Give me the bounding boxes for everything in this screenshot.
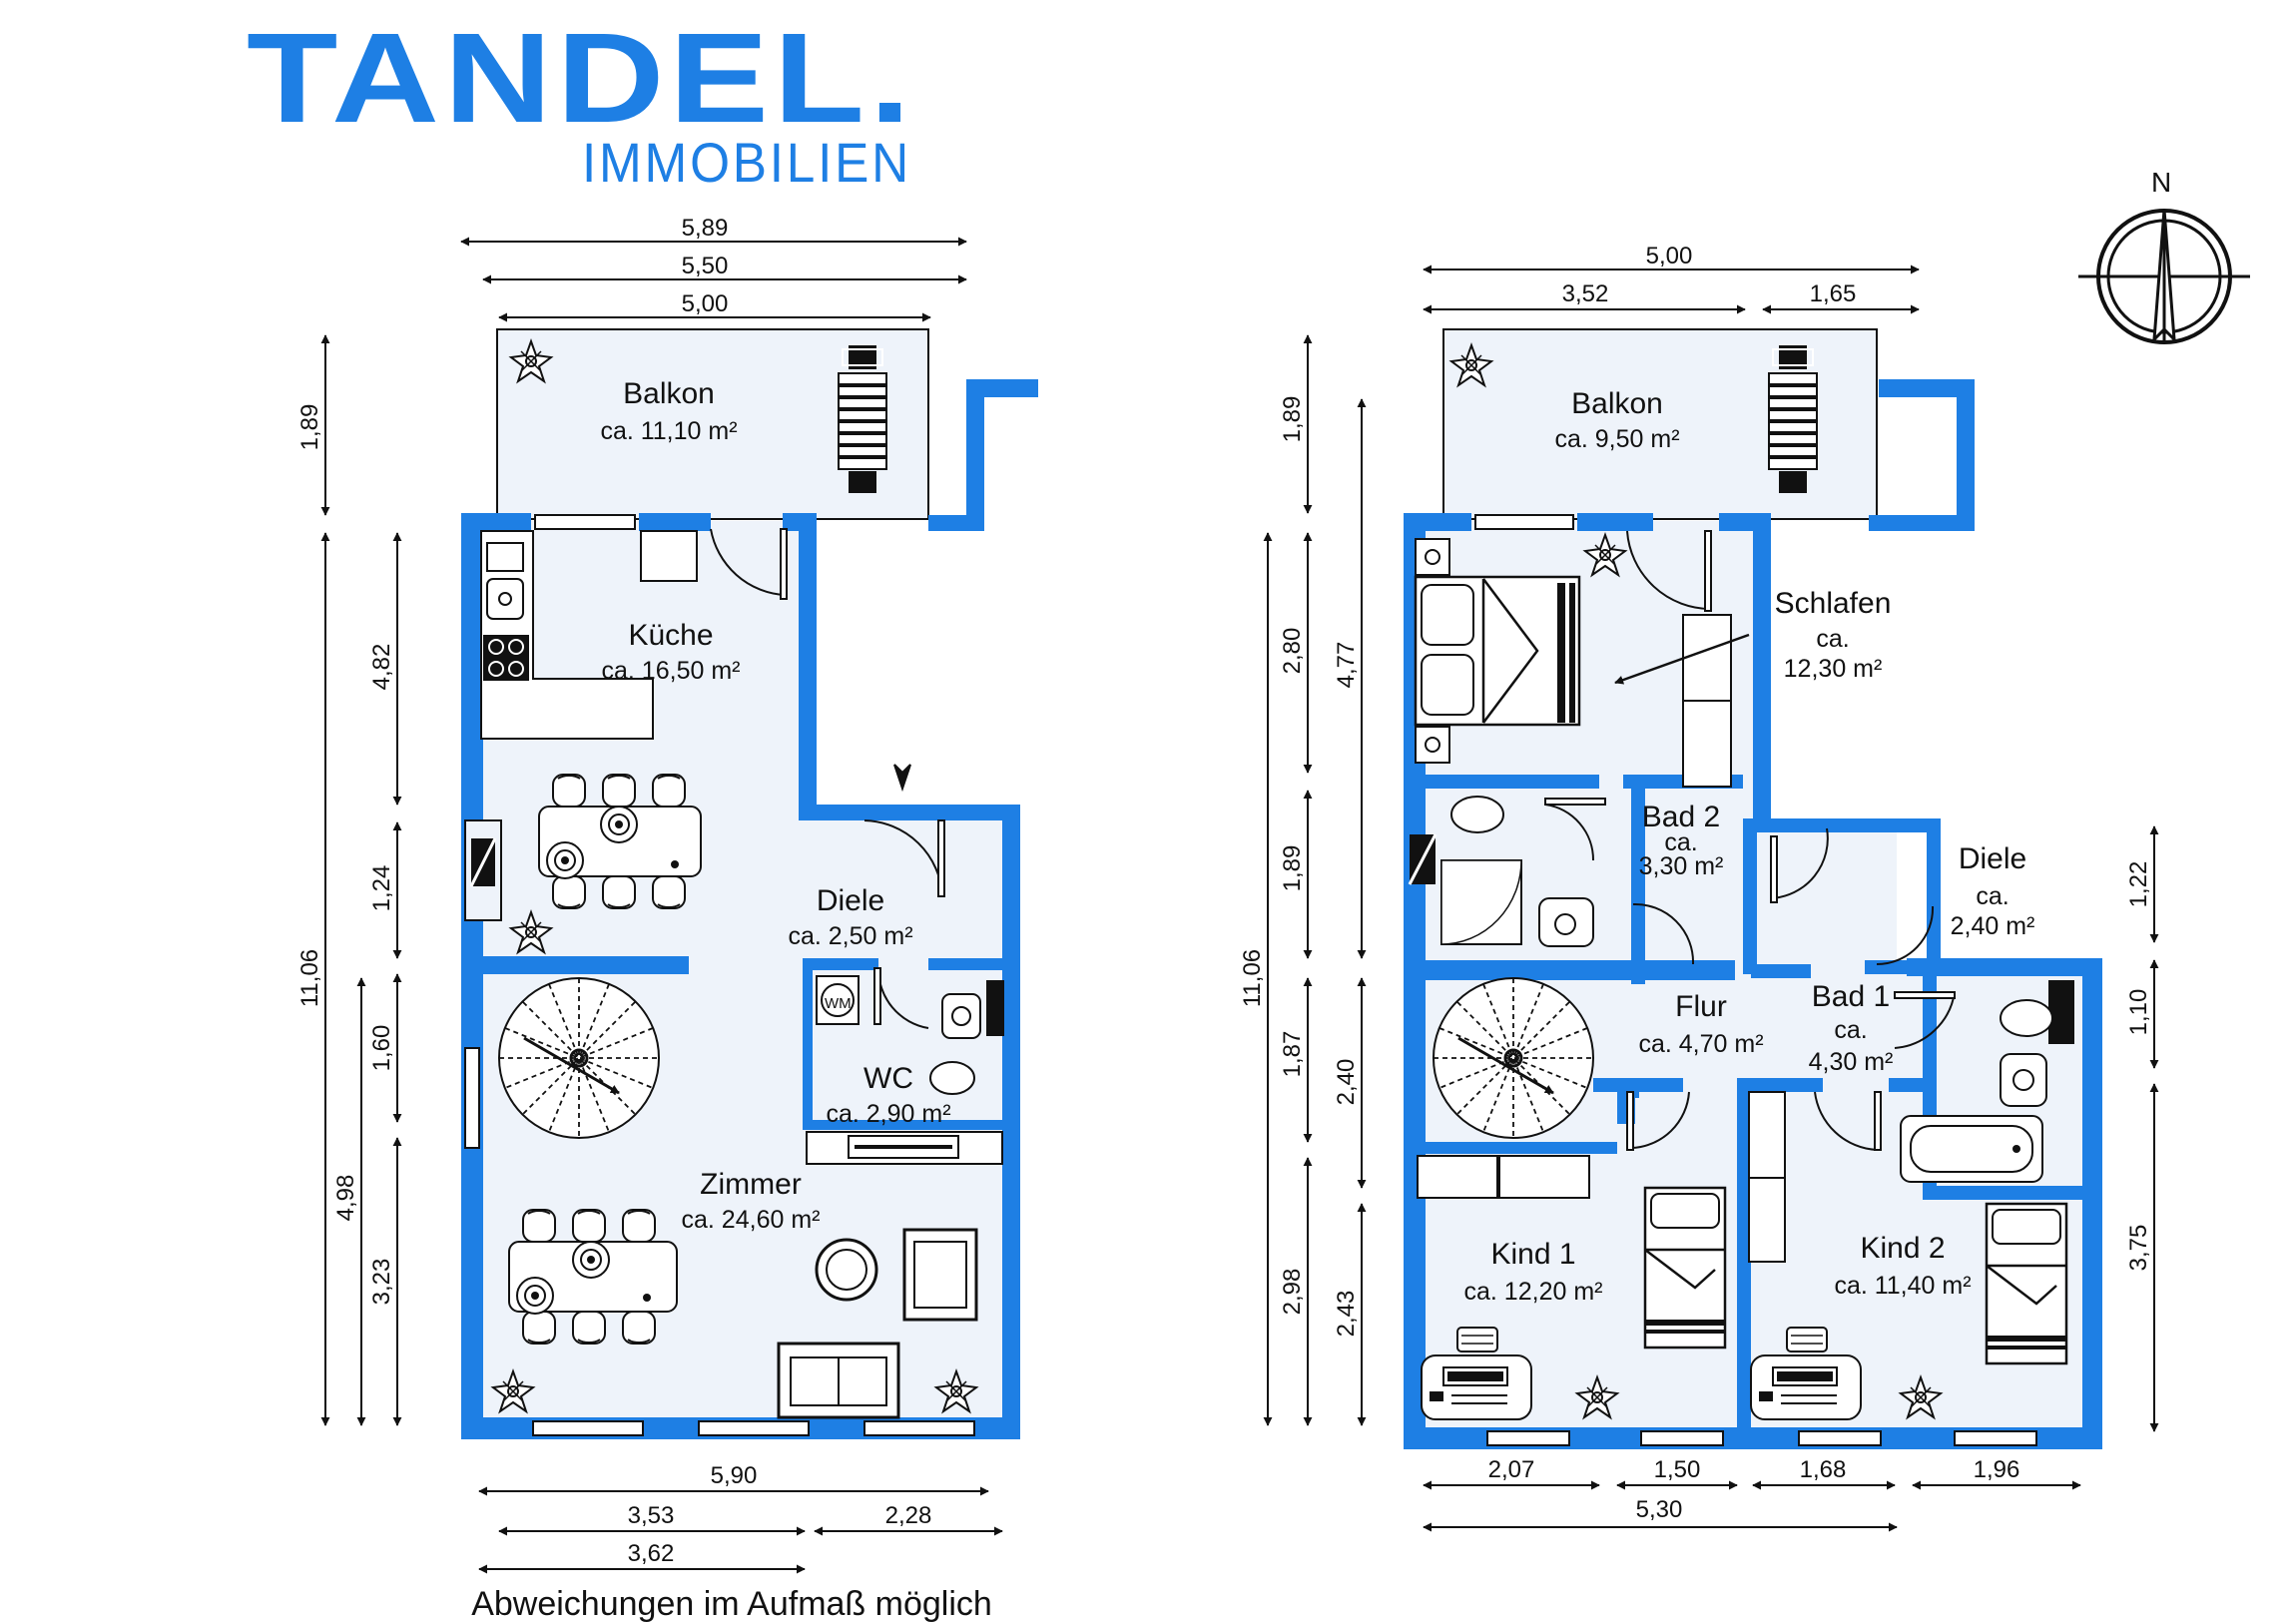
- room-name-balkon-right: Balkon: [1571, 387, 1663, 420]
- room-name-schlafen: Schlafen: [1775, 587, 1892, 620]
- room-area-schlafen: 12,30 m²: [1784, 655, 1883, 683]
- left-kitchen: [480, 530, 698, 740]
- right-doors: [1544, 530, 1956, 1151]
- room-name-kueche: Küche: [628, 619, 713, 652]
- room-name-diele-right: Diele: [1959, 842, 2026, 875]
- dim-left-323: 3,23: [368, 1259, 395, 1306]
- left-spiral-staircase: [499, 978, 659, 1138]
- left-windows: [464, 514, 975, 1436]
- right-windows: [1474, 514, 2037, 1446]
- right-bad1-fixtures: [1900, 980, 2074, 1183]
- dim-left-160: 1,60: [368, 1025, 395, 1072]
- dim-right-bottom-196: 1,96: [1974, 1456, 2020, 1483]
- left-dimension-lines: [320, 237, 1003, 1574]
- dim-right-189a: 1,89: [1279, 396, 1306, 443]
- room-area-diele-left: ca. 2,50 m²: [788, 922, 912, 950]
- left-living-furniture: [508, 1131, 1003, 1419]
- room-area-ca-bad1: ca.: [1834, 1016, 1867, 1044]
- dim-right-bottom-168: 1,68: [1800, 1456, 1847, 1483]
- room-name-bad2: Bad 2: [1642, 801, 1720, 833]
- room-area-zimmer: ca. 24,60 m²: [682, 1206, 821, 1234]
- dim-left-total-h: 11,06: [296, 949, 323, 1007]
- room-area-wc: ca. 2,90 m²: [826, 1100, 950, 1128]
- right-kind1-furniture: [1417, 1155, 1727, 1420]
- room-area-kind1: ca. 12,20 m²: [1464, 1278, 1603, 1306]
- room-area-kueche: ca. 16,50 m²: [602, 657, 741, 685]
- dim-right-298: 2,98: [1279, 1269, 1306, 1316]
- right-spiral-staircase: [1434, 978, 1593, 1138]
- room-name-bad1: Bad 1: [1812, 980, 1890, 1013]
- room-name-kind1: Kind 1: [1490, 1238, 1575, 1271]
- left-floor-plan: WM: [296, 215, 1038, 1574]
- logo-wordmark: TANDEL.: [247, 7, 915, 150]
- dim-left-bottom-353: 3,53: [628, 1502, 675, 1529]
- room-area-balkon-left: ca. 11,10 m²: [600, 417, 737, 445]
- left-interior-floor: [469, 521, 1008, 1431]
- room-area-ca-bad2: ca.: [1664, 828, 1697, 856]
- dim-right-122: 1,22: [2125, 861, 2152, 908]
- dim-right-477: 4,77: [1333, 642, 1360, 689]
- room-area-bad1: 4,30 m²: [1809, 1048, 1894, 1076]
- dim-right-bottom-530: 5,30: [1636, 1496, 1683, 1523]
- room-name-balkon-left: Balkon: [623, 377, 715, 410]
- dim-right-1106: 11,06: [1239, 949, 1266, 1007]
- dim-right-110: 1,10: [2125, 989, 2152, 1036]
- dim-right-240: 2,40: [1333, 1059, 1360, 1106]
- right-kind2-furniture: [1748, 1091, 2068, 1420]
- right-interior-floor: [1414, 521, 2096, 1437]
- right-walls: [1404, 379, 2102, 1449]
- dim-left-bottom-total: 5,90: [711, 1462, 758, 1489]
- wm-label: WM: [825, 995, 852, 1012]
- dim-left-top-3: 5,00: [682, 290, 729, 317]
- dim-left-top-2: 5,50: [682, 253, 729, 279]
- room-area-kind2: ca. 11,40 m²: [1834, 1272, 1971, 1300]
- room-name-wc: WC: [863, 1062, 913, 1095]
- left-kitchen-table: [538, 774, 702, 909]
- dim-right-top-352: 3,52: [1562, 280, 1609, 307]
- compass-north-label: N: [2151, 167, 2171, 198]
- right-bedroom-furniture: [1414, 538, 1750, 788]
- room-area-diele-right: 2,40 m²: [1951, 912, 2035, 940]
- left-wc-fixtures: WM: [816, 975, 1004, 1095]
- dim-right-189b: 1,89: [1279, 845, 1306, 892]
- footer-disclaimer: Abweichungen im Aufmaß möglich: [471, 1585, 992, 1623]
- right-floor-plan: Balkon ca. 9,50 m² Schlafen ca. 12,30 m²…: [1239, 243, 2159, 1532]
- room-name-kind2: Kind 2: [1860, 1232, 1945, 1265]
- right-dimension-lines: [1263, 265, 2159, 1532]
- dim-right-187: 1,87: [1279, 1031, 1306, 1078]
- room-area-ca-schlafen: ca.: [1816, 625, 1849, 653]
- room-name-zimmer: Zimmer: [700, 1168, 802, 1201]
- right-bad2-fixtures: [1408, 796, 1594, 947]
- dim-right-280: 2,80: [1279, 628, 1306, 675]
- dim-left-bottom-228: 2,28: [885, 1502, 932, 1529]
- room-area-flur: ca. 4,70 m²: [1638, 1030, 1763, 1058]
- dim-right-243: 2,43: [1333, 1291, 1360, 1338]
- room-area-ca-diele-right: ca.: [1976, 882, 2009, 910]
- dim-left-124: 1,24: [368, 865, 395, 912]
- room-area-bad2: 3,30 m²: [1639, 852, 1724, 880]
- left-doors: [710, 528, 945, 1029]
- dim-left-bottom-362: 3,62: [628, 1540, 675, 1567]
- dim-left-top-1: 5,89: [682, 215, 729, 242]
- dim-right-top-165: 1,65: [1810, 280, 1857, 307]
- dim-right-bottom-150: 1,50: [1654, 1456, 1701, 1483]
- room-name-diele-left: Diele: [817, 884, 884, 917]
- logo-subtitle: IMMOBILIEN: [582, 131, 911, 194]
- dim-left-498: 4,98: [332, 1175, 359, 1222]
- dim-right-top-total: 5,00: [1646, 243, 1693, 270]
- room-area-balkon-right: ca. 9,50 m²: [1554, 425, 1679, 453]
- dim-right-375: 3,75: [2125, 1225, 2152, 1272]
- dim-left-482: 4,82: [368, 644, 395, 691]
- room-name-flur: Flur: [1675, 990, 1727, 1023]
- dim-right-bottom-207: 2,07: [1488, 1456, 1535, 1483]
- compass-icon: N: [2078, 167, 2250, 344]
- dim-left-balkon-h: 1,89: [296, 404, 323, 451]
